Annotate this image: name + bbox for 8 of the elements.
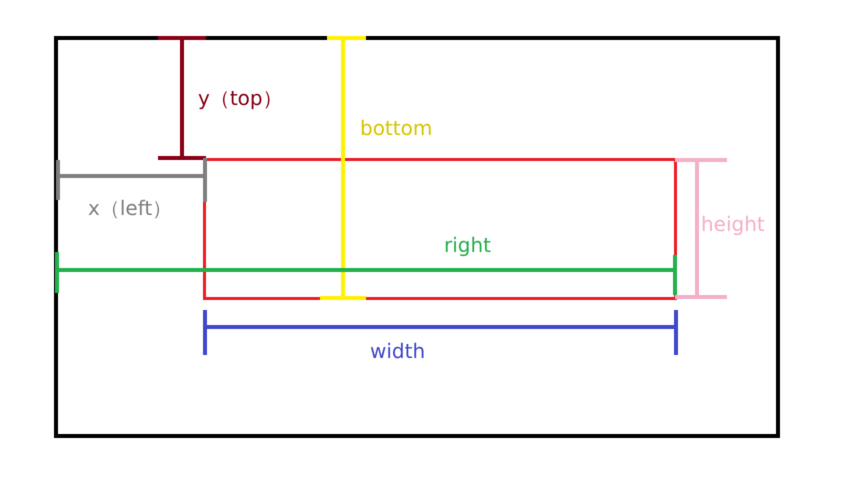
dimension-label: y（top） xyxy=(198,86,283,110)
element-rectangle xyxy=(203,158,677,300)
viewport-box xyxy=(54,36,780,438)
dimension-label: width xyxy=(370,339,426,363)
dimension-label: height xyxy=(701,212,765,236)
dimension-label: x（left） xyxy=(88,196,172,220)
dimension-label: bottom xyxy=(360,116,432,140)
dimension-label: right xyxy=(444,233,491,257)
